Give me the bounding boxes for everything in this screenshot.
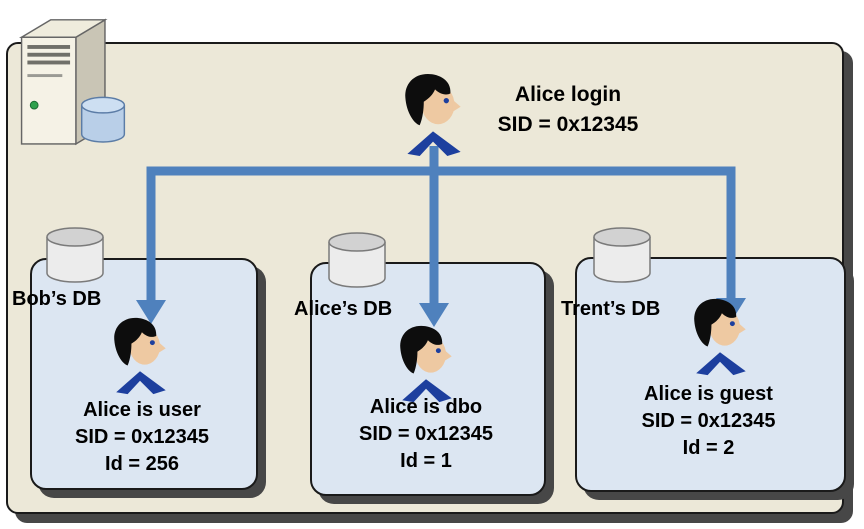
db-mapping-text-alices-db: Alice is dbo SID = 0x12345 Id = 1 xyxy=(310,394,542,475)
database-cylinder-icon xyxy=(591,226,653,284)
db-label-bobs-db: Bob’s DB xyxy=(12,288,102,310)
db-label-alices-db: Alice’s DB xyxy=(294,298,393,320)
db-sid-line: SID = 0x12345 xyxy=(359,423,493,445)
db-person-icon xyxy=(688,297,752,377)
db-mapping-text-trents-db: Alice is guest SID = 0x12345 Id = 2 xyxy=(575,381,842,462)
db-id-line: Id = 256 xyxy=(105,453,179,475)
server-database-cylinder-icon xyxy=(80,96,126,143)
login-sid: SID = 0x12345 xyxy=(497,113,639,136)
db-id-line: Id = 1 xyxy=(400,450,452,472)
db-user-line: Alice is user xyxy=(83,399,201,421)
db-label-trents-db: Trent’s DB xyxy=(561,298,661,320)
database-cylinder-icon xyxy=(44,226,106,284)
login-name: Alice login xyxy=(514,83,622,106)
db-id-line: Id = 2 xyxy=(682,437,735,459)
db-box-alices-db xyxy=(310,262,546,496)
db-box-bobs-db xyxy=(30,258,258,490)
login-caption: Alice login SID = 0x12345 xyxy=(478,80,658,140)
database-cylinder-icon xyxy=(326,231,388,289)
db-user-line: Alice is guest xyxy=(644,383,773,405)
db-person-icon xyxy=(108,316,172,396)
db-person-icon xyxy=(394,324,458,404)
server-icon xyxy=(18,18,126,146)
login-person-icon xyxy=(398,72,468,158)
db-mapping-text-bobs-db: Alice is user SID = 0x12345 Id = 256 xyxy=(30,397,254,478)
db-box-trents-db xyxy=(575,257,846,492)
db-user-line: Alice is dbo xyxy=(369,396,483,418)
db-sid-line: SID = 0x12345 xyxy=(75,426,209,448)
db-sid-line: SID = 0x12345 xyxy=(641,410,776,432)
server-power-light xyxy=(29,100,39,110)
